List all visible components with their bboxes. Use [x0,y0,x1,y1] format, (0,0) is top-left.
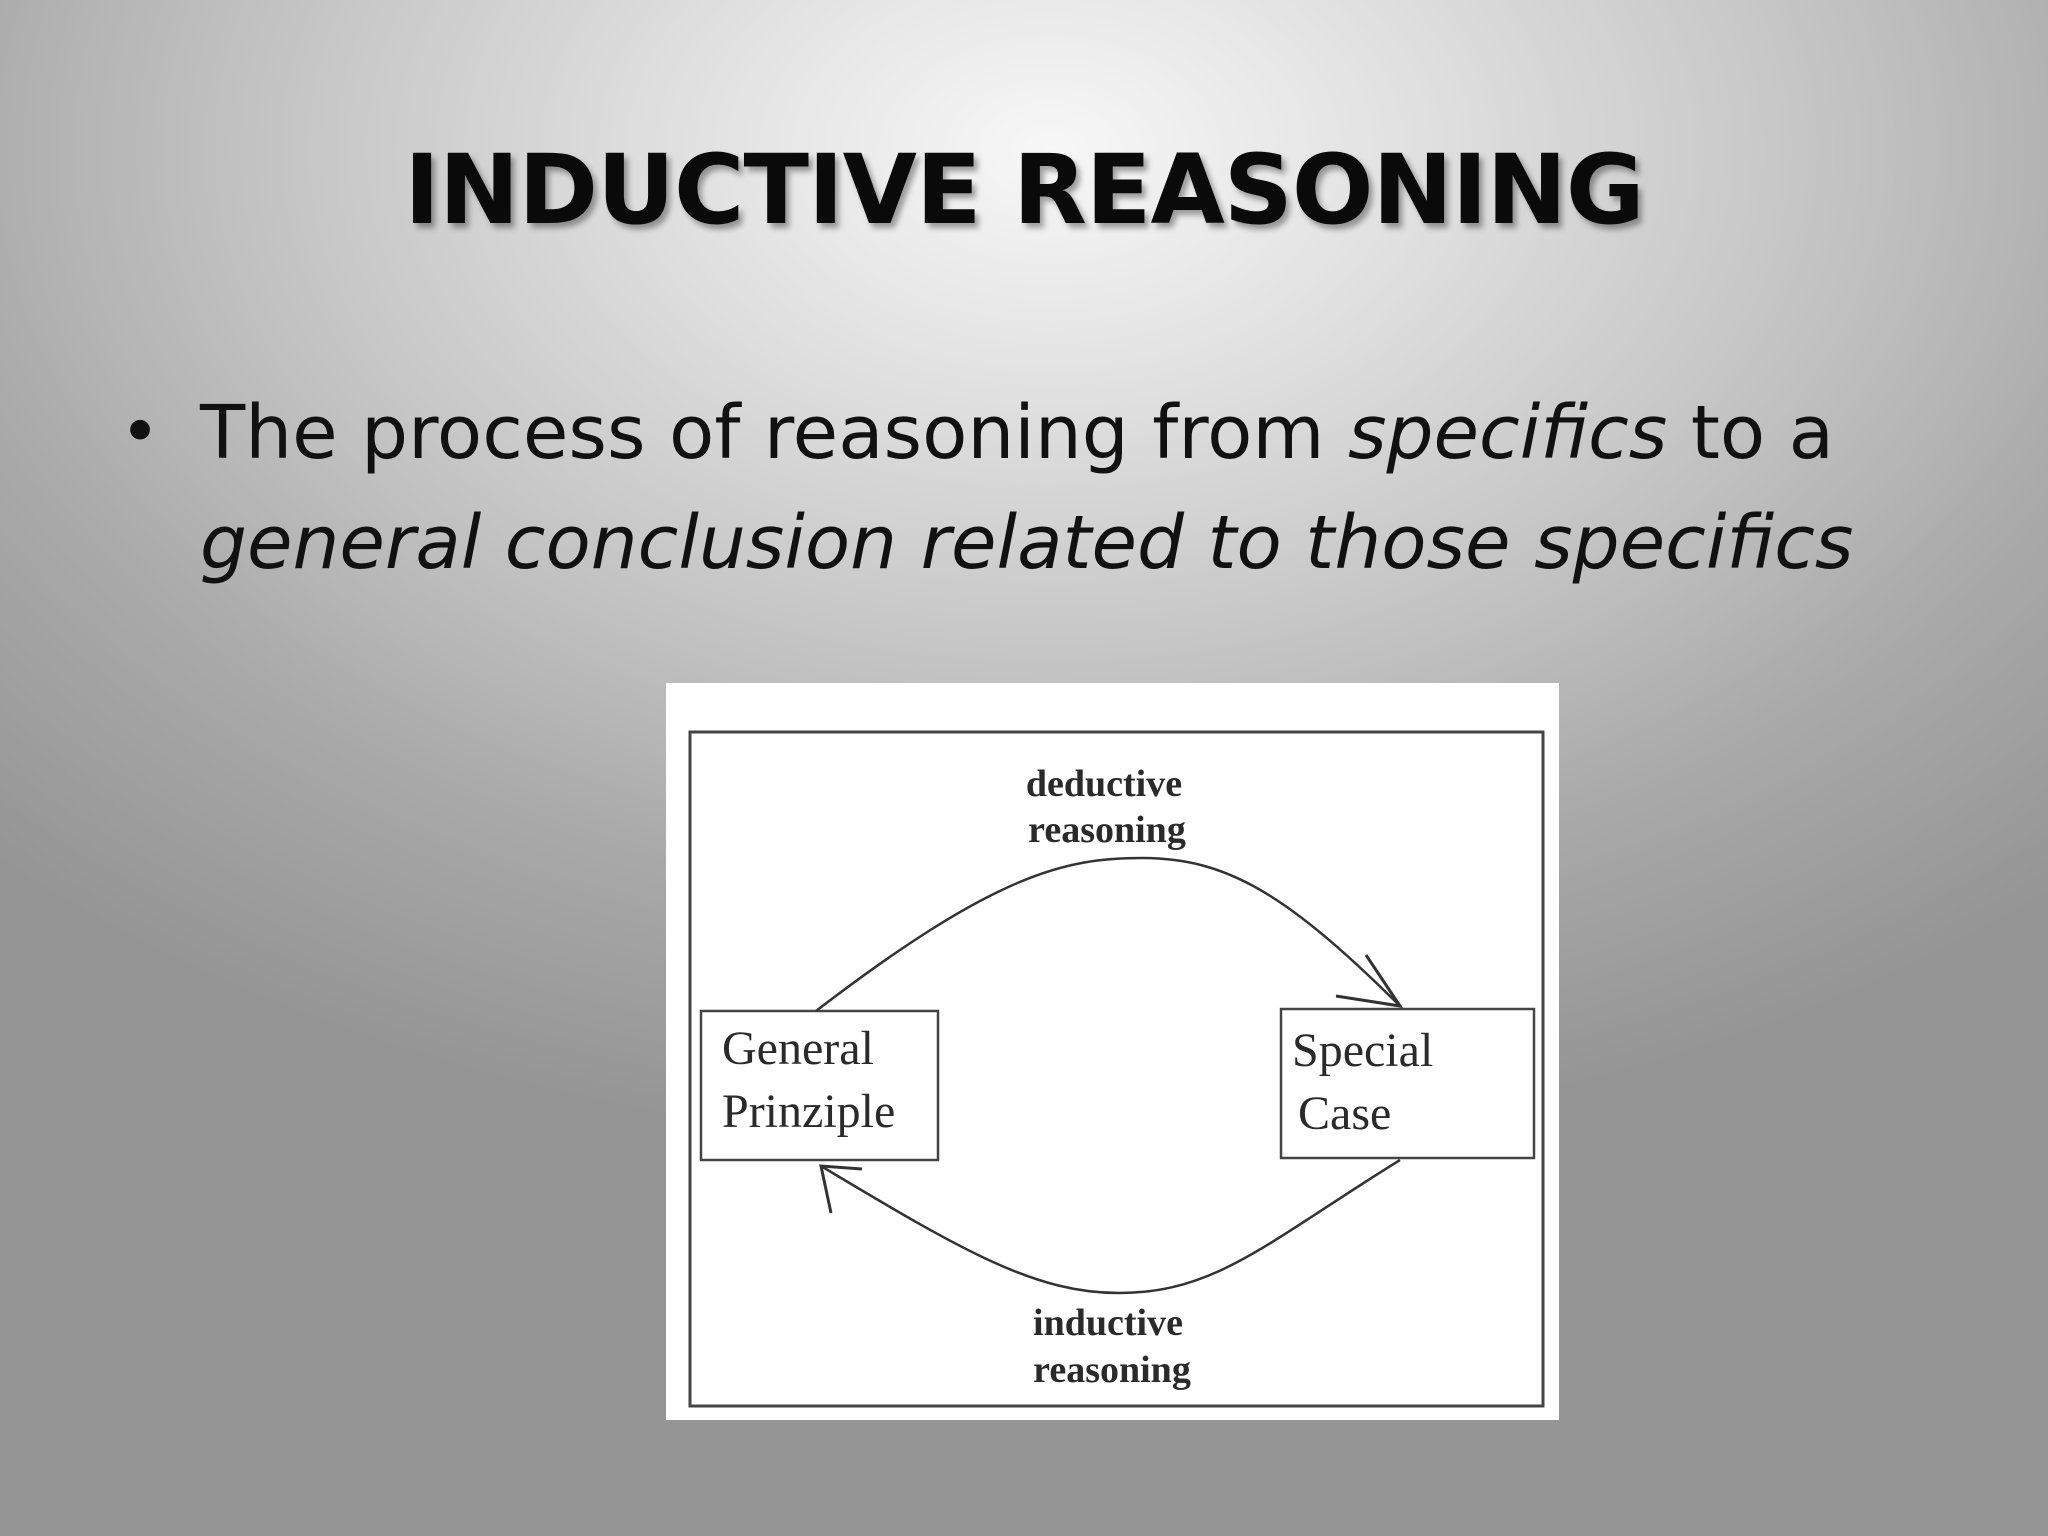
deductive-arrow [815,856,1401,1012]
reasoning-diagram: General Prinziple Special Case deductive… [666,683,1559,1420]
diagram-border [688,730,1545,1408]
bullet-text-general-conclusion: general conclusion related to those spec… [200,500,1854,586]
general-principle-label-line1: General [722,1022,874,1075]
reasoning-diagram-svg: General Prinziple Special Case deductive… [688,730,1545,1408]
inductive-label-line2: reasoning [1033,1349,1191,1391]
special-case-label-line1: Special [1292,1024,1433,1077]
inductive-label-line1: inductive [1033,1302,1183,1344]
bullet-text-specifics: specifics [1347,390,1668,476]
deductive-label-line2: reasoning [1028,809,1186,851]
general-principle-box [699,1009,940,1162]
bullet-text: The process of reasoning from specifics … [200,378,1980,598]
special-case-box [1279,1007,1536,1160]
special-case-label-line2: Case [1298,1087,1391,1140]
bullet-point: • The process of reasoning from specific… [120,378,1980,598]
deductive-arrowhead [1335,954,1404,1009]
slide-title: INDUCTIVE REASONING [404,134,1644,246]
general-principle-label-line2: Prinziple [722,1085,895,1138]
bullet-text-part-1: The process of reasoning from [200,390,1348,476]
bullet-marker: • [120,393,161,472]
deductive-label-line1: deductive [1026,763,1182,805]
inductive-arrowhead [819,1164,863,1214]
bullet-text-part-3: to a [1667,390,1835,476]
inductive-arrow [820,1158,1401,1295]
